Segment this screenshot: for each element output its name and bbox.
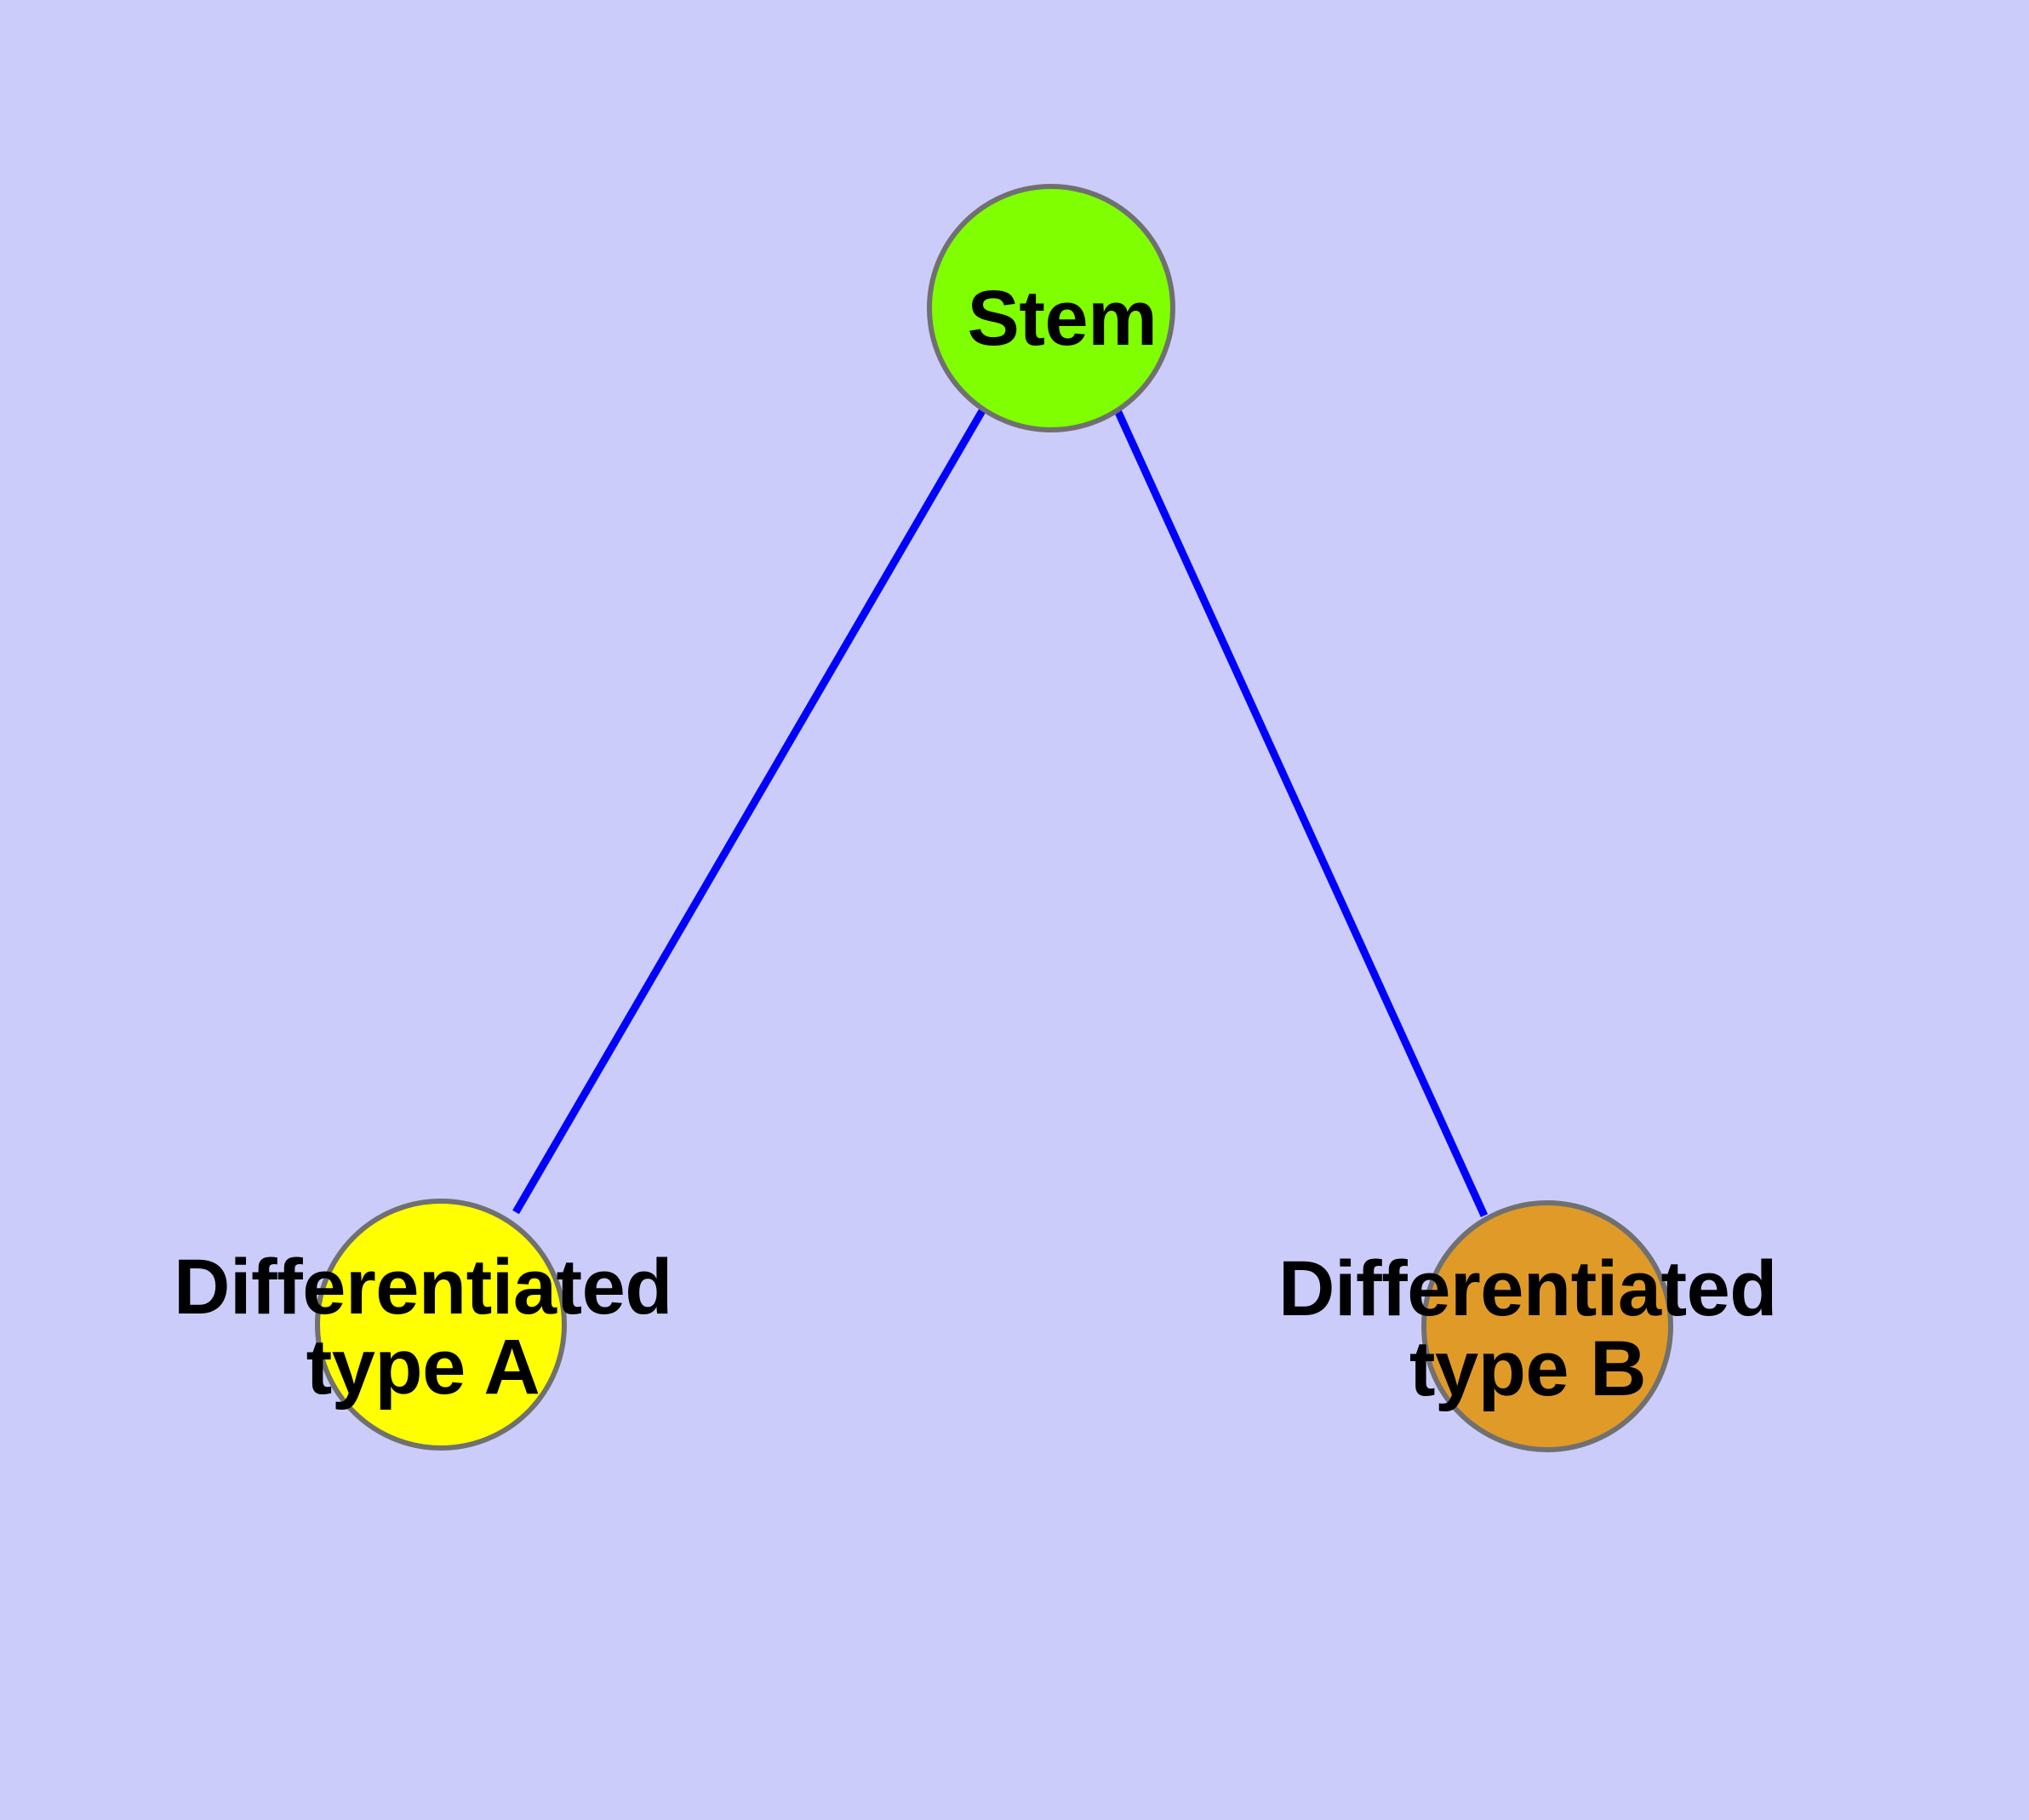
edge-stem-to-differentiated-type-a[interactable] — [512, 407, 986, 1215]
node-differentiated-type-a[interactable] — [315, 1199, 567, 1451]
node-stem[interactable] — [927, 184, 1175, 432]
edge-stem-to-differentiated-type-b[interactable] — [1113, 409, 1489, 1217]
node-differentiated-type-b[interactable] — [1421, 1200, 1673, 1452]
